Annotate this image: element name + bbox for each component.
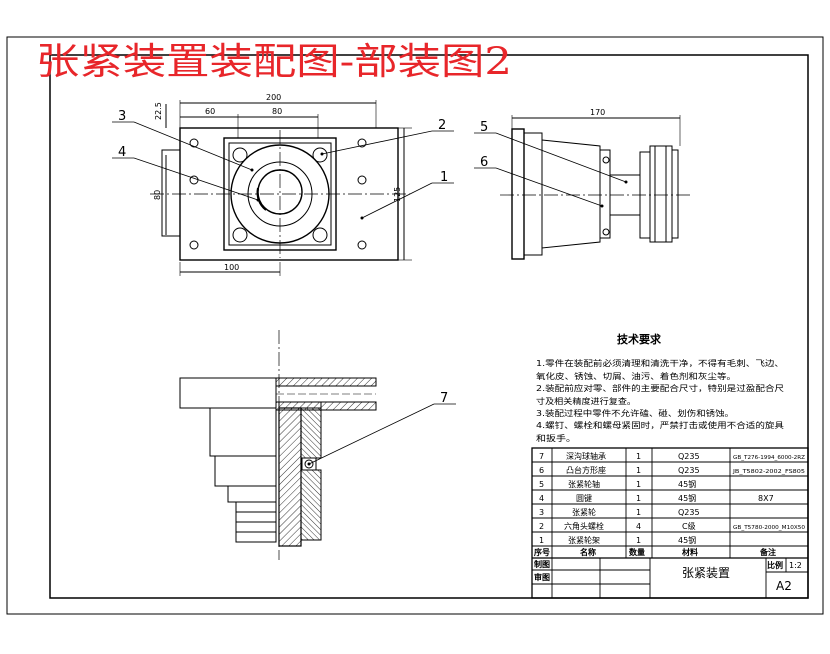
bom-cell: 2 (539, 522, 544, 531)
bom-cell: GB_T5780-2000_M10X50 (733, 525, 805, 531)
bom-cell: 6 (539, 466, 544, 475)
tech-req-lines: 1.零件在装配前必须清理和清洗干净，不得有毛刺、飞边、 氧化皮、锈蚀、切屑、油污… (536, 358, 784, 443)
sheet-size: A2 (776, 579, 792, 593)
bom-cell: Q235 (678, 466, 700, 475)
callout-2: 2 (438, 118, 446, 133)
bom-cell: 1 (636, 480, 641, 489)
tech-req-line: 2.装配前应对零、部件的主要配合尺寸，特别是过盈配合尺 (536, 383, 784, 393)
section-view (179, 330, 377, 560)
bom-cell: 圆键 (576, 493, 592, 503)
scale-value: 1:2 (789, 561, 802, 570)
scale-label: 比例 (767, 560, 783, 570)
bom-cell: 45钢 (678, 535, 696, 545)
tech-req-line: 1.零件在装配前必须清理和清洗干净，不得有毛刺、飞边、 (536, 358, 784, 368)
bom-cell: 1 (636, 466, 641, 475)
callout-6: 6 (480, 155, 488, 170)
outer-frame (6, 36, 824, 615)
inner-frame (49, 54, 809, 599)
bom-cell: 4 (636, 522, 641, 531)
front-leaders (112, 121, 454, 219)
drawn-label: 制图 (534, 559, 550, 569)
bom-header: 材料 (682, 547, 698, 557)
bom-cell: 六角头螺栓 (564, 521, 604, 531)
bom-cell: C级 (682, 521, 696, 531)
bom-cell: 凸台方形座 (566, 465, 606, 475)
bom-cell: 1 (636, 452, 641, 461)
bom-cell: 1 (636, 494, 641, 503)
bom-cell: 张紧轮架 (568, 535, 600, 545)
tech-req-line: 3.装配过程中零件不允许磕、碰、划伤和锈蚀。 (536, 408, 734, 418)
dim-200: 200 (266, 93, 281, 102)
dim-125: 125 (393, 187, 402, 202)
bom-cell: 45钢 (678, 479, 696, 489)
bom-cell: 5 (539, 480, 544, 489)
callout-7: 7 (440, 391, 448, 406)
callout-3: 3 (118, 109, 126, 124)
assembly-name: 张紧装置 (682, 566, 730, 580)
bom-cell: 1 (636, 508, 641, 517)
bom-header: 数量 (629, 547, 645, 557)
bom-cell: 张紧轮轴 (568, 479, 600, 489)
tech-req-heading: 技术要求 (617, 332, 662, 346)
drawing-title: 张紧装置装配图-部装图2 (36, 40, 512, 83)
bom-header: 备注 (759, 547, 776, 557)
bom-cell: 7 (539, 452, 544, 461)
bom-header: 序号 (534, 547, 550, 557)
callout-4: 4 (118, 145, 126, 160)
dim-80: 80 (272, 107, 282, 116)
bom-cell: 8X7 (758, 494, 774, 503)
dim-60: 60 (205, 107, 215, 116)
side-leaders (474, 132, 627, 207)
bom-table (531, 447, 809, 599)
bom-cell: 深沟球轴承 (566, 451, 606, 461)
front-view (150, 100, 412, 276)
bom-cell: 1 (539, 536, 544, 545)
bom-cell: 4 (539, 494, 544, 503)
tech-req-line: 寸及相关精度进行复查。 (536, 396, 636, 406)
dim-170: 170 (590, 108, 605, 117)
bom-cell: JB_T5802-2002_FS805 (732, 469, 805, 475)
callout-1: 1 (440, 170, 448, 185)
tech-req-line: 4.螺钉、螺栓和螺母紧固时，严禁打击或使用不合适的旋具 (536, 420, 784, 430)
tech-req-line: 氧化皮、锈蚀、切屑、油污、着色剂和灰尘等。 (536, 371, 736, 381)
bom-cell: 张紧轮 (572, 507, 596, 517)
bom-cell: Q235 (678, 508, 700, 517)
bom-cell: 45钢 (678, 493, 696, 503)
title-block: 制图 审图 张紧装置 比例 1:2 A2 (534, 559, 802, 593)
bom-header: 名称 (580, 547, 596, 557)
dim-80-vertical: 80 (153, 190, 162, 200)
bom-rows: 7 深沟球轴承 1 Q235 GB_T276-1994_6000-2RZ 6 凸… (534, 451, 806, 557)
dim-22-5: 22.5 (154, 102, 163, 120)
side-view (500, 115, 690, 260)
bom-cell: GB_T276-1994_6000-2RZ (733, 455, 806, 461)
dim-100: 100 (224, 263, 239, 272)
bom-cell: 3 (539, 508, 544, 517)
section-leaders (308, 403, 456, 465)
bom-cell: Q235 (678, 452, 700, 461)
checked-label: 审图 (534, 572, 550, 582)
tech-req-line: 和扳手。 (536, 433, 576, 443)
bom-cell: 1 (636, 536, 641, 545)
callout-5: 5 (480, 120, 488, 135)
